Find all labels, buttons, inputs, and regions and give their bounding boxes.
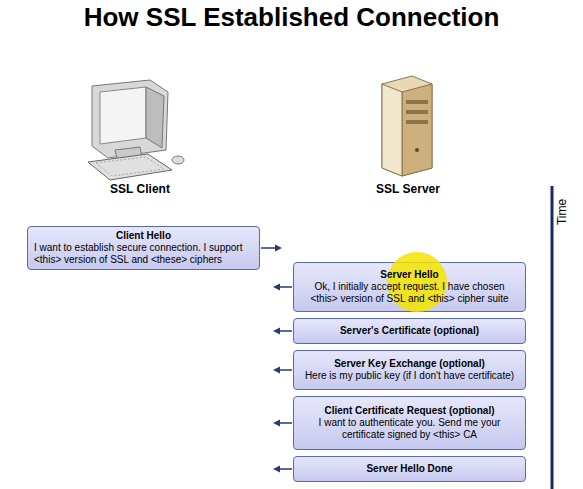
side-label: SSL Client xyxy=(110,182,170,196)
arrow-head xyxy=(273,367,280,374)
message-box: Client HelloI want to establish secure c… xyxy=(27,226,260,270)
box-body: I want to establish secure connection. I… xyxy=(34,242,253,266)
message-box: Client Certificate Request (optional)I w… xyxy=(293,396,526,450)
axis-label: Time xyxy=(555,199,569,225)
message-box: Server's Certificate (optional) xyxy=(293,318,526,344)
arrow-head xyxy=(273,420,280,427)
box-heading: Server Hello xyxy=(300,269,519,281)
box-body: Ok, I initially accept request. I have c… xyxy=(300,281,519,305)
arrow-head xyxy=(273,284,280,291)
message-box: Server HelloOk, I initially accept reque… xyxy=(293,262,526,312)
box-heading: Server Key Exchange (optional) xyxy=(300,358,519,370)
side-label: SSL Server xyxy=(376,182,440,196)
arrow-head xyxy=(275,245,282,252)
server-icon xyxy=(382,76,432,176)
box-heading: Server's Certificate (optional) xyxy=(300,325,519,337)
diagram-title: How SSL Established Connection xyxy=(0,2,583,32)
message-box: Server Hello Done xyxy=(293,456,526,482)
box-heading: Client Certificate Request (optional) xyxy=(300,405,519,417)
message-box: Server Key Exchange (optional)Here is my… xyxy=(293,350,526,390)
arrow-head xyxy=(273,466,280,473)
time-axis xyxy=(552,186,553,489)
arrow-head xyxy=(273,328,280,335)
box-heading: Client Hello xyxy=(34,230,253,242)
box-body: Here is my public key (if I don't have c… xyxy=(300,370,519,382)
computer-icon xyxy=(88,80,184,180)
box-body: I want to authenticate you. Send me your… xyxy=(300,417,519,441)
box-heading: Server Hello Done xyxy=(300,463,519,475)
